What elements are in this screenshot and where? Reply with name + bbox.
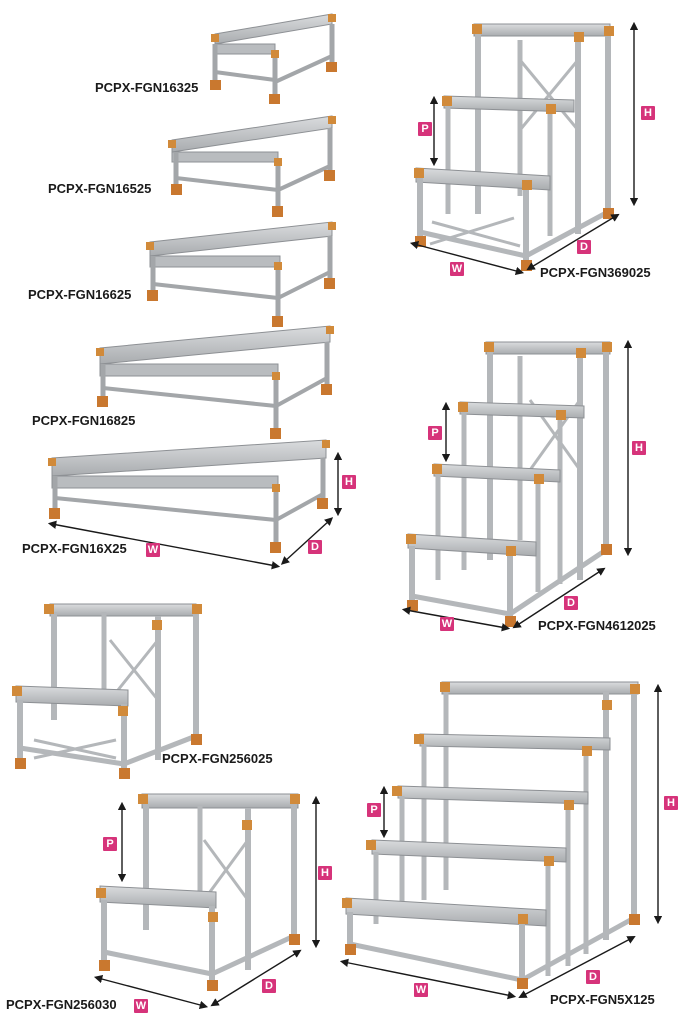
ladder-fgn256025 [12,603,202,779]
pitch-badge: P [428,426,442,440]
width-badge: W [450,262,464,276]
platform-fgn16625 [146,221,336,327]
width-badge: W [134,999,148,1013]
width-badge: W [146,543,160,557]
model-label-fgn256030: PCPX-FGN256030 [6,997,117,1012]
depth-badge: D [262,979,276,993]
model-label-fgn256025: PCPX-FGN256025 [162,751,273,766]
ladder-fgn4612025 [401,339,633,632]
ladder-fgn256030 [93,793,321,1009]
pitch-badge: P [103,837,117,851]
platform-fgn16825 [96,325,334,439]
depth-badge: D [564,596,578,610]
height-badge: H [318,866,332,880]
width-badge: W [440,617,454,631]
height-badge: H [641,106,655,120]
model-label-fgn16325: PCPX-FGN16325 [95,80,199,95]
pitch-badge: P [418,122,432,136]
model-label-fgn5x125: PCPX-FGN5X125 [550,992,655,1007]
model-label-fgn16625: PCPX-FGN16625 [28,287,132,302]
platform-fgn16325 [210,13,337,104]
model-label-fgn16825: PCPX-FGN16825 [32,413,136,428]
depth-badge: D [308,540,322,554]
model-label-fgn16x25: PCPX-FGN16X25 [22,541,127,556]
height-badge: H [632,441,646,455]
pitch-badge: P [367,803,381,817]
height-badge: H [664,796,678,810]
width-badge: W [414,983,428,997]
depth-badge: D [586,970,600,984]
ladder-fgn5x125 [339,681,663,1000]
model-label-fgn369025: PCPX-FGN369025 [540,265,651,280]
model-label-fgn4612025: PCPX-FGN4612025 [538,618,656,633]
platform-fgn16525 [168,115,336,217]
height-badge: H [342,475,356,489]
depth-badge: D [577,240,591,254]
platform-fgn16x25 [47,439,343,570]
model-label-fgn16525: PCPX-FGN16525 [48,181,152,196]
ladder-fgn369025 [409,21,639,275]
